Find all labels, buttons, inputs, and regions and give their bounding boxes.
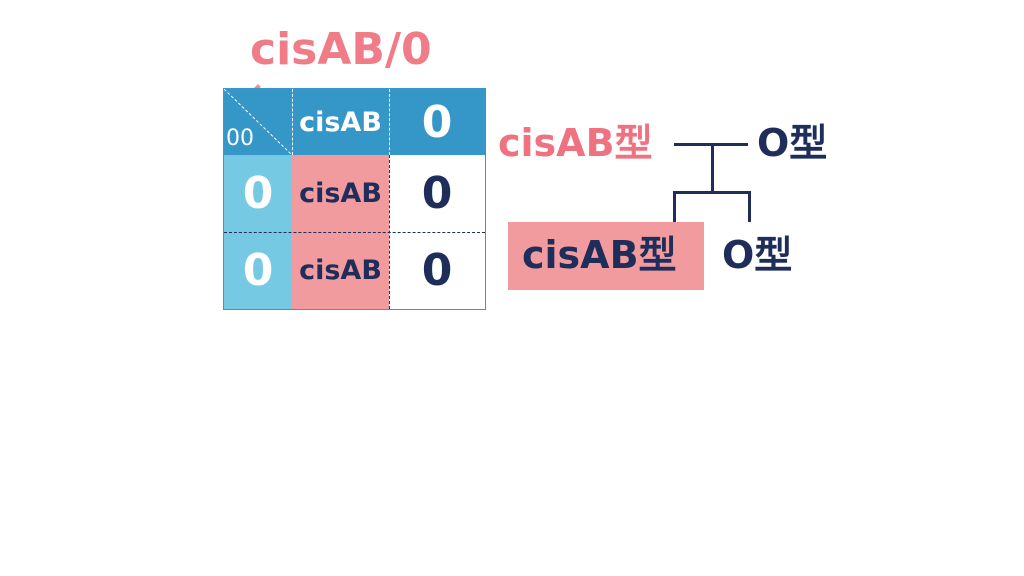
header-cell-1: cisAB xyxy=(292,89,389,155)
child-left-highlight xyxy=(508,222,704,290)
corner-label: 00 xyxy=(226,126,254,151)
header-allele-1: cisAB xyxy=(299,106,382,138)
row1-left-allele: 0 xyxy=(242,168,274,219)
cross-title: cisAB/0 xyxy=(250,24,432,75)
child-right-line xyxy=(748,191,751,222)
row1-left-allele-cell: 0 xyxy=(224,155,292,232)
child-right-label: O型 xyxy=(722,233,793,277)
sibling-line xyxy=(673,191,751,194)
parent-left-label: cisAB型 xyxy=(498,121,653,165)
punnett-square: 00 cisAB 0 0 cisAB 0 0 cisAB 0 xyxy=(223,88,486,310)
descent-line xyxy=(711,143,714,193)
row1-genotype-2: 0 xyxy=(421,168,453,219)
header-divider-2 xyxy=(389,89,390,155)
row2-left-allele: 0 xyxy=(242,245,274,296)
header-allele-2: 0 xyxy=(421,96,453,148)
child-left-label: cisAB型 xyxy=(522,233,677,277)
row1-cell-1: cisAB xyxy=(292,155,389,232)
corner-diagonal-divider xyxy=(224,89,292,155)
column-divider xyxy=(389,155,390,309)
header-divider-1 xyxy=(292,89,293,155)
row2-genotype-1: cisAB xyxy=(299,255,382,286)
row2-left-allele-cell: 0 xyxy=(224,232,292,309)
header-cell-2: 0 xyxy=(389,89,485,155)
parent-right-label: O型 xyxy=(757,121,828,165)
row1-genotype-1: cisAB xyxy=(299,178,382,209)
child-left-line xyxy=(673,191,676,222)
row1-cell-2: 0 xyxy=(389,155,485,232)
row2-cell-2: 0 xyxy=(389,232,485,309)
row-divider xyxy=(224,232,485,233)
corner-cell: 00 xyxy=(224,89,292,155)
row2-genotype-2: 0 xyxy=(421,245,453,296)
row2-cell-1: cisAB xyxy=(292,232,389,309)
